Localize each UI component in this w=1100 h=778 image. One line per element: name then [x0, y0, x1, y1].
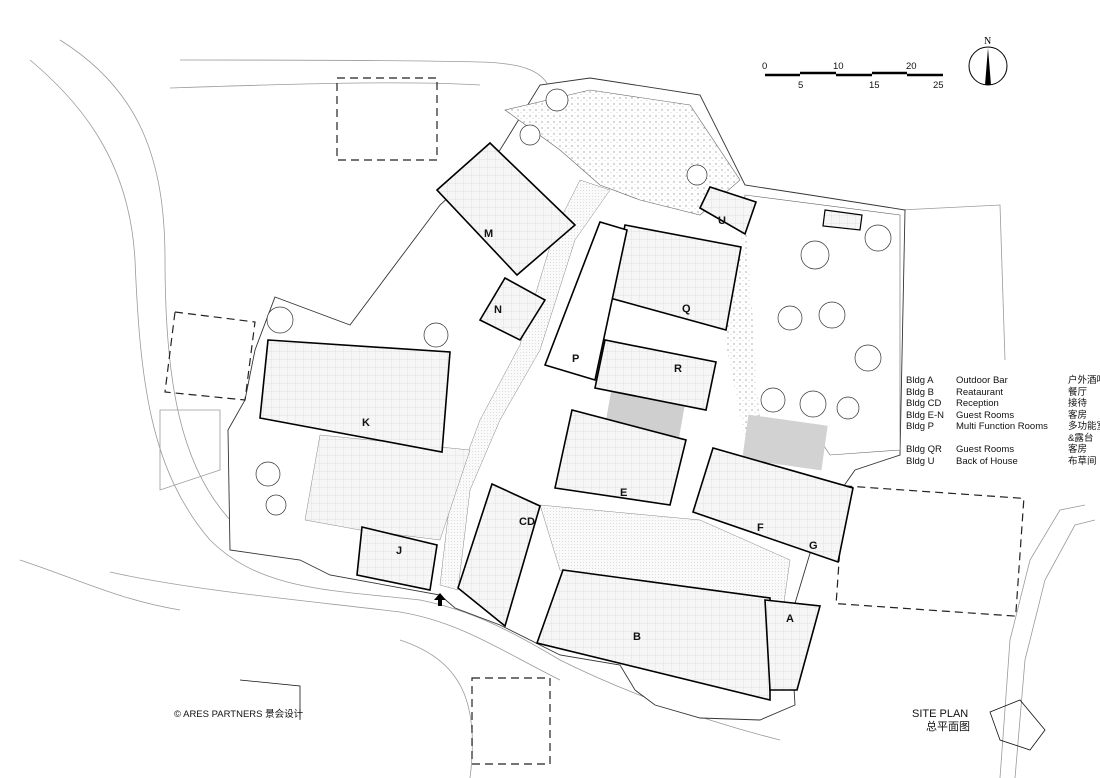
legend-use: Guest Rooms [956, 409, 1015, 421]
building-CD [457, 482, 541, 628]
trees [255, 88, 892, 684]
legend-code: Bldg A [906, 375, 934, 386]
label-Q: Q [682, 303, 691, 315]
building-legend: Bldg A Outdoor Bar 户外酒吧 Bldg B Reataurant 餐厅… [906, 375, 1100, 467]
legend-code: Bldg QR [906, 444, 942, 455]
north-label: N [984, 36, 991, 47]
label-P: P [572, 353, 579, 365]
label-N: N [494, 304, 502, 316]
legend-use-zh: 布草间 [1068, 455, 1097, 467]
entrance-arrow-icon [434, 593, 446, 606]
legend-use-zh: 餐厅 [1068, 386, 1088, 398]
legend-row: Bldg A Outdoor Bar 户外酒吧 [906, 375, 1100, 387]
legend-use-zh: 客房 [1068, 444, 1088, 455]
legend-row: Bldg CD Reception 接待 [906, 398, 1100, 410]
scale-tick-5: 5 [798, 80, 804, 91]
building-FG [692, 447, 854, 564]
legend-code: Bldg E-N [906, 409, 945, 421]
building-bath [822, 209, 863, 231]
legend-use-zh: 接待 [1068, 398, 1088, 409]
legend-row: Bldg P Multi Function Rooms 多功能室 [906, 421, 1100, 433]
scale-bar [765, 71, 943, 77]
label-J: J [396, 545, 402, 557]
legend-use: Multi Function Rooms [956, 421, 1048, 432]
label-R: R [674, 363, 682, 375]
building-K [259, 339, 451, 453]
legend-use: Reception [956, 398, 999, 409]
grey-pad-2 [742, 414, 828, 471]
garden-strip [725, 205, 760, 440]
label-U: U [718, 215, 726, 227]
scale-tick-0: 0 [762, 61, 768, 72]
courtyard-K [304, 434, 471, 541]
legend-row: Bldg QR Guest Rooms 客房 [906, 444, 1100, 456]
label-A: A [786, 613, 794, 625]
buildings [259, 141, 863, 702]
legend-use: Back of House [956, 455, 1018, 467]
scale-tick-25: 25 [933, 80, 944, 91]
legend-code: Bldg B [906, 386, 934, 398]
building-M [435, 141, 577, 277]
legend-row: Bldg E-N Guest Rooms 客房 [906, 410, 1100, 422]
label-B: B [633, 631, 641, 643]
building-N [478, 276, 547, 342]
legend-use-zh: &露台 [1068, 432, 1094, 444]
north-arrow-icon [968, 46, 1008, 86]
building-B [535, 569, 771, 702]
legend-code [906, 433, 956, 445]
building-R [594, 339, 717, 411]
context-roads [19, 39, 1096, 778]
drawing-title: SITE PLAN 总平面图 [912, 708, 970, 734]
legend-use: Guest Rooms [956, 444, 1015, 455]
legend-row: Bldg B Reataurant 餐厅 [906, 387, 1100, 399]
scale-tick-15: 15 [869, 80, 880, 91]
legend-use-zh: 客房 [1068, 409, 1088, 421]
label-G: G [809, 540, 818, 552]
legend-use [956, 433, 1068, 445]
label-F: F [757, 522, 764, 534]
legend-row: &露台 [906, 433, 1100, 445]
legend-use-zh: 户外酒吧 [1068, 375, 1100, 386]
scale-tick-10: 10 [833, 61, 844, 72]
building-J [356, 526, 438, 591]
building-U [698, 186, 758, 236]
legend-use-zh: 多功能室 [1068, 421, 1100, 432]
legend-code: Bldg P [906, 421, 934, 432]
central-path [439, 179, 611, 591]
building-P [543, 221, 628, 382]
legend-code: Bldg CD [906, 398, 942, 409]
label-E: E [620, 487, 627, 499]
label-K: K [362, 417, 370, 429]
title-zh: 总平面图 [926, 721, 970, 733]
garden-north [504, 89, 741, 216]
label-M: M [484, 228, 493, 240]
legend-code: Bldg U [906, 455, 935, 467]
legend-use: Outdoor Bar [956, 375, 1008, 386]
copyright: © ARES PARTNERS 景会设计 [174, 709, 304, 720]
scale-tick-20: 20 [906, 61, 917, 72]
legend-use: Reataurant [956, 386, 1004, 398]
title-en: SITE PLAN [912, 708, 969, 720]
building-A [764, 599, 822, 691]
label-CD: CD [519, 516, 535, 528]
building-E [554, 409, 687, 506]
legend-row: Bldg U Back of House 布草间 [906, 456, 1100, 468]
